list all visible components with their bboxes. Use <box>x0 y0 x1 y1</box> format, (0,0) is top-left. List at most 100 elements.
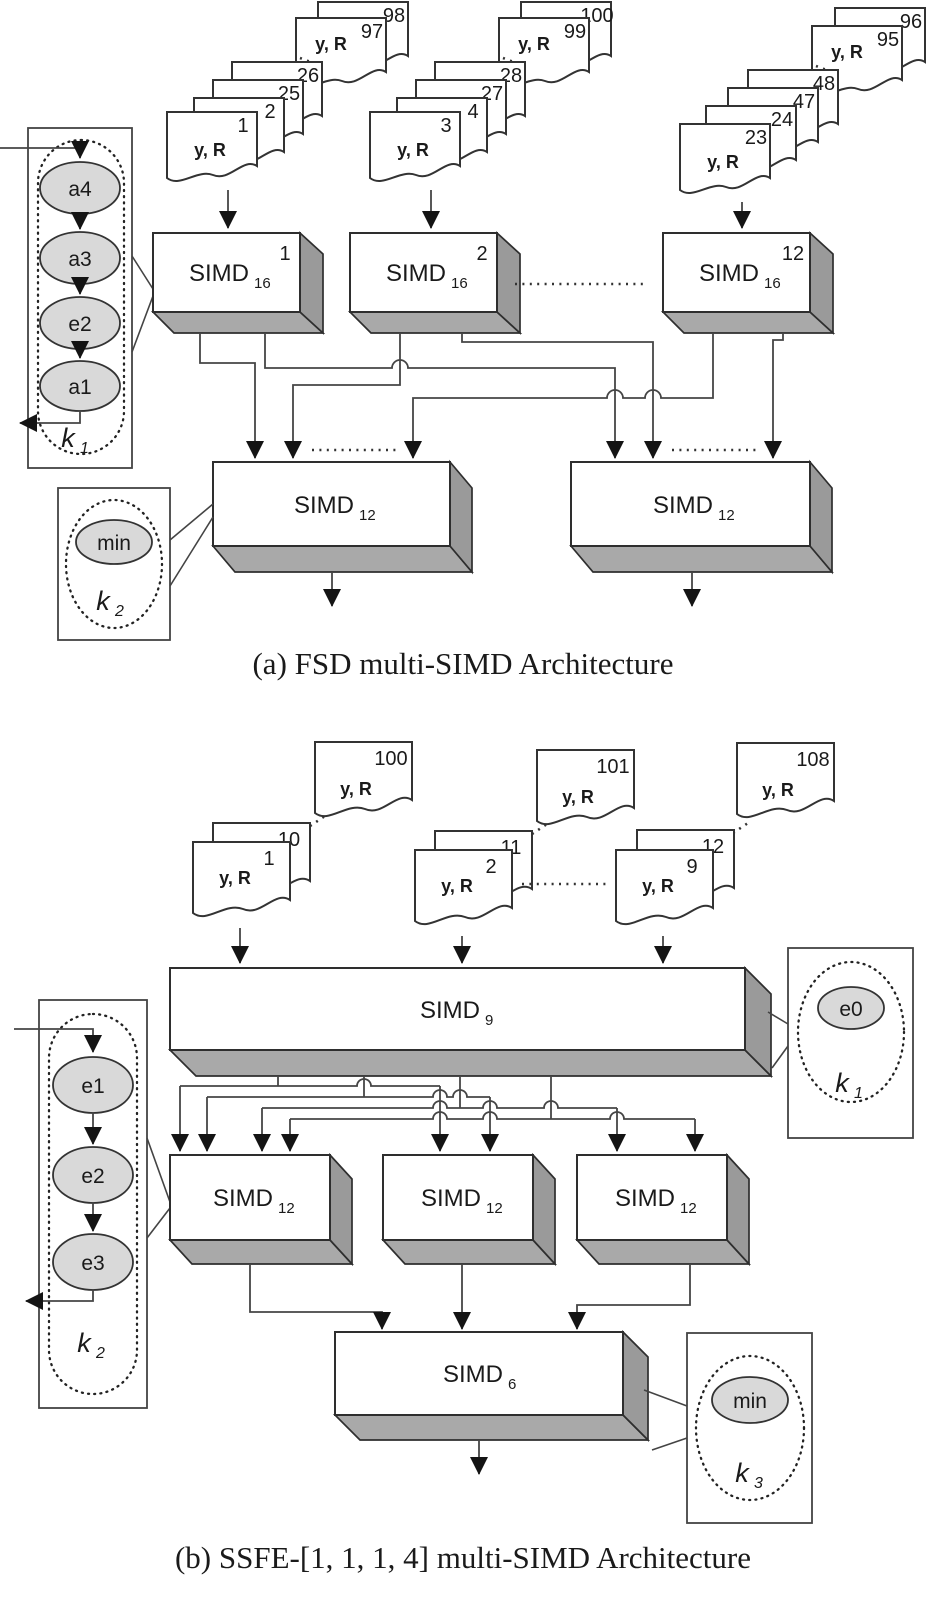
page-number: 96 <box>900 11 922 33</box>
page-number: 98 <box>383 5 405 27</box>
k1-callout-line <box>131 255 154 290</box>
simd16-box-12: 12 SIMD 16 <box>660 231 836 335</box>
node-e0 <box>817 986 885 1030</box>
box-face <box>570 461 811 547</box>
box-bottom-panel <box>381 1239 557 1265</box>
page-label: y, R <box>315 34 347 54</box>
box-bottom-panel <box>332 1414 651 1441</box>
node-e1-label: e1 <box>81 1075 104 1098</box>
box-face <box>576 1154 728 1241</box>
box-bottom-panel <box>167 1049 774 1077</box>
caption-a: (a) FSD multi-SIMD Architecture <box>252 646 673 681</box>
page-number: 4 <box>467 101 478 123</box>
node-min-label: min <box>97 532 131 555</box>
simd12-label-sub: 12 <box>278 1200 295 1217</box>
wire <box>249 1264 391 1330</box>
simd16-label-sub: 16 <box>764 275 781 292</box>
page-number: 23 <box>745 127 767 149</box>
box-face <box>152 232 301 313</box>
k3-label-sub: 3 <box>754 1475 763 1492</box>
wires-simd9-to-simd12 <box>171 1076 704 1152</box>
wire <box>764 333 784 459</box>
k2-callout-line <box>169 503 214 541</box>
page-number: 24 <box>771 109 793 131</box>
page-number: 1 <box>263 848 274 870</box>
kernel-panel-k2-a: min k 2 <box>57 487 214 641</box>
page-number: 108 <box>796 749 829 771</box>
k1-callout-line <box>131 295 154 353</box>
page-label: y, R <box>831 42 863 62</box>
page-label: y, R <box>194 140 226 160</box>
k1b-callout-line <box>767 1011 789 1025</box>
k2-callout-line <box>169 516 214 587</box>
wire <box>461 333 662 459</box>
simd12a-box-2: SIMD 12 <box>569 459 834 607</box>
k3-callout-line <box>643 1389 688 1407</box>
k3-label: k <box>735 1458 750 1488</box>
k1b-frame <box>787 947 914 1139</box>
node-e0-label: e0 <box>839 998 862 1021</box>
bus-line-with-hop <box>180 1078 440 1087</box>
box-bottom-panel <box>150 311 326 334</box>
box-bottom-panel <box>660 311 836 334</box>
node-a4-label: a4 <box>68 178 92 201</box>
k2b-callout-line <box>146 1207 171 1239</box>
box-bottom-panel <box>168 1239 354 1265</box>
simd16-label-sub: 16 <box>451 275 468 292</box>
kernel-panel-k1-a: a4 a3 e2 a1 k 1 <box>0 127 154 469</box>
k1-label-sub: 1 <box>80 440 89 457</box>
k2-label-sub: 2 <box>114 603 124 620</box>
simd16-index: 12 <box>782 243 804 265</box>
node-min <box>75 519 153 565</box>
page-label: y, R <box>518 34 550 54</box>
simd16-index: 2 <box>476 243 487 265</box>
simd16-label: SIMD <box>189 260 249 287</box>
simd6-label: SIMD <box>443 1361 503 1388</box>
box-face <box>169 967 746 1051</box>
box-face <box>349 232 498 313</box>
simd12-label-sub: 12 <box>680 1200 697 1217</box>
page-number: 47 <box>793 91 815 113</box>
k1-label: k <box>61 423 76 453</box>
k2b-entry-arrow <box>14 1028 102 1053</box>
simd12-label: SIMD <box>213 1185 273 1212</box>
simd12-label: SIMD <box>294 492 354 519</box>
simd16-index: 1 <box>279 243 290 265</box>
doc-stack-a3: 96 95 y, R 48 47 24 23 y, R <box>679 7 926 229</box>
caption-b: (b) SSFE-[1, 1, 1, 4] multi-SIMD Archite… <box>175 1540 751 1575</box>
doc-stack-b3: 108 y, R 12 9 y, R <box>615 742 835 964</box>
k2b-label: k <box>77 1328 92 1358</box>
page-label: y, R <box>562 787 594 807</box>
box-bottom-panel <box>569 545 834 573</box>
simd12-label: SIMD <box>615 1185 675 1212</box>
k1-dotted-boundary <box>36 138 126 456</box>
doc-stack-a1: 98 97 y, R 26 25 2 1 y, R <box>166 1 409 229</box>
page-label: y, R <box>397 140 429 160</box>
k2-label: k <box>96 586 111 616</box>
box-bottom-panel <box>575 1239 751 1265</box>
k2-dotted-boundary <box>64 498 164 630</box>
page-number: 2 <box>485 856 496 878</box>
box-face <box>212 461 451 547</box>
page-number: 99 <box>564 21 586 43</box>
box-bottom-panel <box>211 545 474 573</box>
box-face <box>662 232 811 313</box>
page-label: y, R <box>762 780 794 800</box>
box-bottom-panel <box>347 311 523 334</box>
page-number: 1 <box>237 115 248 137</box>
k2b-exit-arrow <box>25 1290 94 1310</box>
simd9-label: SIMD <box>420 997 480 1024</box>
page-number: 3 <box>440 115 451 137</box>
box-face <box>169 1154 331 1241</box>
simd16-box-2: 2 SIMD 16 <box>347 231 523 335</box>
stack-ellipsis-dots <box>732 819 752 835</box>
page-number: 9 <box>686 856 697 878</box>
kernel-panel-k3-b: min k 3 <box>643 1332 813 1524</box>
page-number: 100 <box>374 748 407 770</box>
wire <box>199 333 264 459</box>
k1b-label-sub: 1 <box>854 1085 863 1102</box>
wire-with-hop <box>404 333 714 459</box>
k3-frame <box>686 1332 813 1524</box>
